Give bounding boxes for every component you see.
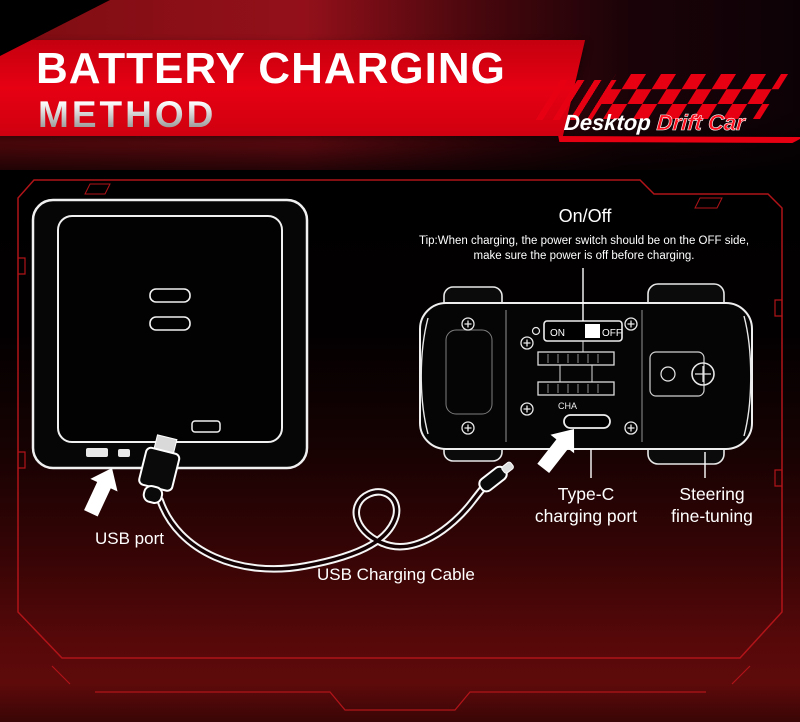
brand-logo-part1: Desktop	[563, 110, 652, 135]
steering-label: Steering fine-tuning	[636, 483, 788, 527]
power-bank-drawing	[31, 198, 309, 470]
usb-port-arrow-icon	[77, 461, 126, 520]
page-title-line2: METHOD	[38, 94, 217, 135]
steering-label-line1: Steering	[679, 484, 745, 504]
power-bank-port-cutout	[191, 420, 221, 433]
type-c-plug	[478, 461, 514, 493]
switch-off-label: OFF	[602, 328, 622, 339]
power-bank-slot-top	[149, 288, 191, 303]
battery-compartment	[537, 341, 615, 396]
car-chassis-drawing: ON OFF CHA	[419, 283, 753, 465]
power-bank-face	[57, 215, 283, 443]
usb-port-a	[86, 448, 108, 457]
panel-frame	[17, 179, 783, 711]
charging-tip-line2: make sure the power is off before chargi…	[473, 249, 695, 262]
usb-port-label: USB port	[95, 529, 164, 548]
steering-label-line2: fine-tuning	[671, 506, 753, 526]
typec-port-label-line2: charging port	[534, 506, 638, 526]
leader-lines	[582, 268, 706, 478]
chassis-body	[419, 302, 753, 450]
switch-on-label: ON	[550, 328, 565, 339]
switch-knob	[585, 324, 600, 338]
bumper-lines	[420, 315, 752, 437]
cable-inner	[158, 475, 494, 571]
power-bank-slot-bottom	[149, 316, 191, 331]
brand-logo-part2: Drift Car	[655, 110, 746, 136]
usb-cable-drawing	[138, 434, 514, 573]
charging-tip-line1: Tip:When charging, the power switch shou…	[418, 235, 750, 247]
type-c-port	[563, 414, 611, 429]
usb-cable-label: USB Charging Cable	[317, 565, 475, 584]
usb-port-b	[118, 449, 130, 457]
on-off-label: On/Off	[558, 206, 612, 226]
steering-fine-tuning-knob	[649, 351, 715, 397]
usb-plug	[138, 434, 181, 504]
power-switch: ON OFF	[531, 320, 623, 342]
typec-port-label-line1: Type-C	[557, 484, 615, 504]
brand-underline-swoosh	[554, 136, 800, 143]
switch-screw-icon	[531, 326, 541, 336]
typec-port-label: Type-C charging port	[500, 483, 672, 527]
page-title-line1: BATTERY CHARGING	[36, 44, 506, 93]
cha-port-label: CHA	[558, 401, 577, 411]
chassis-dividers	[505, 310, 643, 442]
charging-tip: Tip:When charging, the power switch shou…	[372, 234, 796, 263]
